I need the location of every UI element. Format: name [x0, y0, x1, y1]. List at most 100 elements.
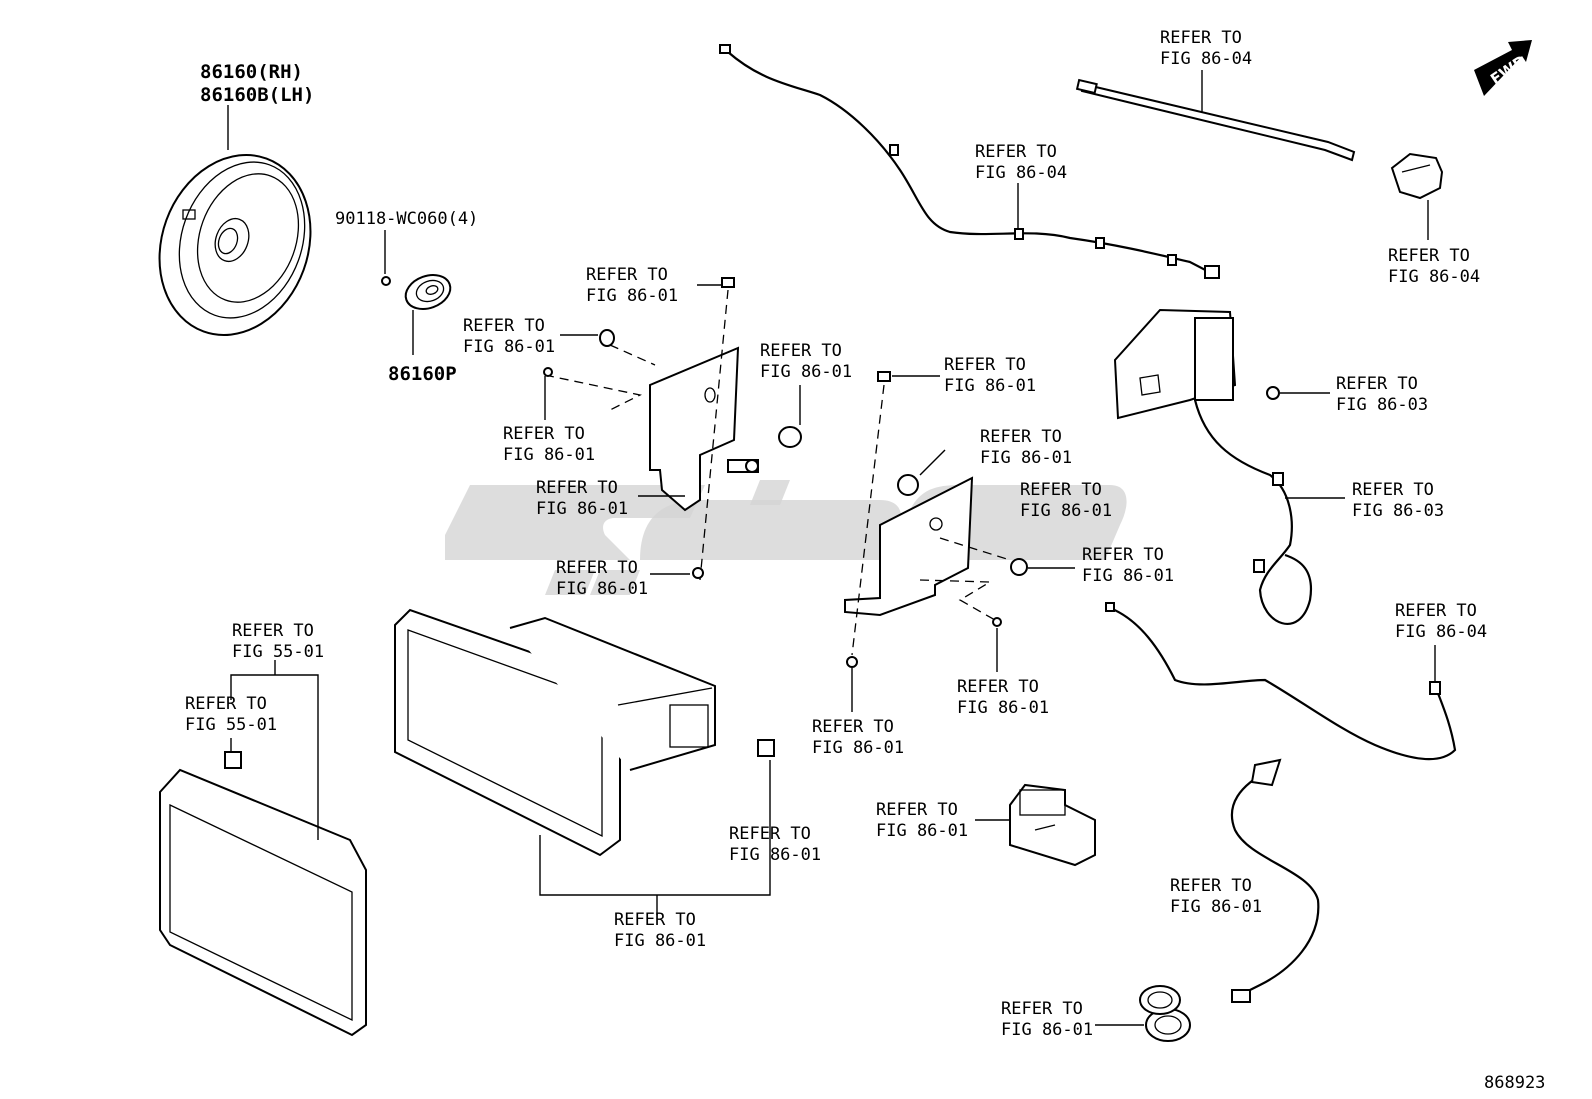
svg-text:FIG 86-01: FIG 86-01 — [556, 579, 648, 599]
svg-text:FIG 86-01: FIG 86-01 — [1001, 1020, 1093, 1040]
svg-text:REFER TO: REFER TO — [876, 800, 958, 820]
svg-text:REFER TO: REFER TO — [1170, 876, 1252, 896]
camera-cable-icon — [1193, 399, 1313, 625]
socket-icon — [1139, 985, 1191, 1042]
svg-text:REFER TO: REFER TO — [185, 694, 267, 714]
svg-text:REFER TO: REFER TO — [614, 910, 696, 930]
screw-icon — [381, 276, 391, 286]
svg-text:FIG 86-01: FIG 86-01 — [980, 448, 1072, 468]
rod-antenna-icon — [1075, 78, 1356, 162]
bracket-clip-icon — [757, 739, 775, 757]
antenna-cable-icon — [719, 44, 1220, 279]
svg-text:FIG 86-01: FIG 86-01 — [503, 445, 595, 465]
switch-box-icon — [1009, 783, 1096, 867]
svg-text:FIG 86-03: FIG 86-03 — [1336, 395, 1428, 415]
svg-text:FIG 55-01: FIG 55-01 — [232, 642, 324, 662]
screw-icon — [1266, 386, 1280, 400]
svg-text:FIG 55-01: FIG 55-01 — [185, 715, 277, 735]
svg-text:FIG 86-01: FIG 86-01 — [1020, 501, 1112, 521]
svg-text:REFER TO: REFER TO — [980, 427, 1062, 447]
speaker-part-lh: 86160B(LH) — [200, 84, 314, 106]
svg-text:FIG 86-01: FIG 86-01 — [760, 362, 852, 382]
svg-text:REFER TO: REFER TO — [463, 316, 545, 336]
svg-text:FIG 86-04: FIG 86-04 — [1160, 49, 1252, 69]
svg-text:FIG 86-01: FIG 86-01 — [944, 376, 1036, 396]
fwd-arrow-icon: FWD — [1474, 40, 1532, 96]
svg-text:REFER TO: REFER TO — [957, 677, 1039, 697]
left-bracket-icon — [649, 346, 759, 512]
svg-text:FIG 86-01: FIG 86-01 — [1170, 897, 1262, 917]
svg-text:FIG 86-01: FIG 86-01 — [463, 337, 555, 357]
screw-part-label: 90118-WC060(4) — [335, 209, 478, 229]
tweeter-part-icon — [404, 274, 452, 310]
antenna-base-icon — [1390, 152, 1444, 200]
svg-text:REFER TO: REFER TO — [1352, 480, 1434, 500]
svg-text:REFER TO: REFER TO — [1395, 601, 1477, 621]
diagram-number: 868923 — [1484, 1073, 1545, 1093]
svg-text:REFER TO: REFER TO — [812, 717, 894, 737]
bezel-clip-icon — [224, 751, 242, 769]
svg-text:FIG 86-01: FIG 86-01 — [1082, 566, 1174, 586]
camera-module-icon — [1113, 308, 1237, 420]
svg-text:REFER TO: REFER TO — [556, 558, 638, 578]
svg-text:FIG 86-01: FIG 86-01 — [812, 738, 904, 758]
svg-text:REFER TO: REFER TO — [1160, 28, 1242, 48]
tweeter-part-label: 86160P — [388, 363, 457, 385]
usb-cable-icon — [1230, 758, 1320, 1003]
svg-text:REFER TO: REFER TO — [232, 621, 314, 641]
svg-text:REFER TO: REFER TO — [1336, 374, 1418, 394]
svg-text:REFER TO: REFER TO — [586, 265, 668, 285]
svg-text:REFER TO: REFER TO — [536, 478, 618, 498]
svg-text:REFER TO: REFER TO — [729, 824, 811, 844]
svg-text:FIG 86-01: FIG 86-01 — [614, 931, 706, 951]
svg-text:REFER TO: REFER TO — [1001, 999, 1083, 1019]
speaker-part-icon — [158, 154, 312, 336]
svg-text:REFER TO: REFER TO — [760, 341, 842, 361]
svg-text:FIG 86-04: FIG 86-04 — [1388, 267, 1480, 287]
svg-text:REFER TO: REFER TO — [1388, 246, 1470, 266]
svg-text:FIG 86-01: FIG 86-01 — [536, 499, 628, 519]
svg-text:FIG 86-04: FIG 86-04 — [1395, 622, 1487, 642]
svg-text:FIG 86-03: FIG 86-03 — [1352, 501, 1444, 521]
bezel-panel-icon — [159, 768, 367, 1037]
svg-text:FIG 86-04: FIG 86-04 — [975, 163, 1067, 183]
svg-text:FIG 86-01: FIG 86-01 — [586, 286, 678, 306]
svg-text:REFER TO: REFER TO — [1020, 480, 1102, 500]
clip-icon — [846, 371, 1028, 668]
speaker-part-rh: 86160(RH) — [200, 61, 303, 83]
svg-text:FIG 86-01: FIG 86-01 — [957, 698, 1049, 718]
svg-text:REFER TO: REFER TO — [1082, 545, 1164, 565]
svg-text:FIG 86-01: FIG 86-01 — [876, 821, 968, 841]
svg-text:REFER TO: REFER TO — [975, 142, 1057, 162]
svg-text:REFER TO: REFER TO — [503, 424, 585, 444]
svg-text:FIG 86-01: FIG 86-01 — [729, 845, 821, 865]
svg-text:REFER TO: REFER TO — [944, 355, 1026, 375]
clip-icon — [543, 277, 802, 579]
